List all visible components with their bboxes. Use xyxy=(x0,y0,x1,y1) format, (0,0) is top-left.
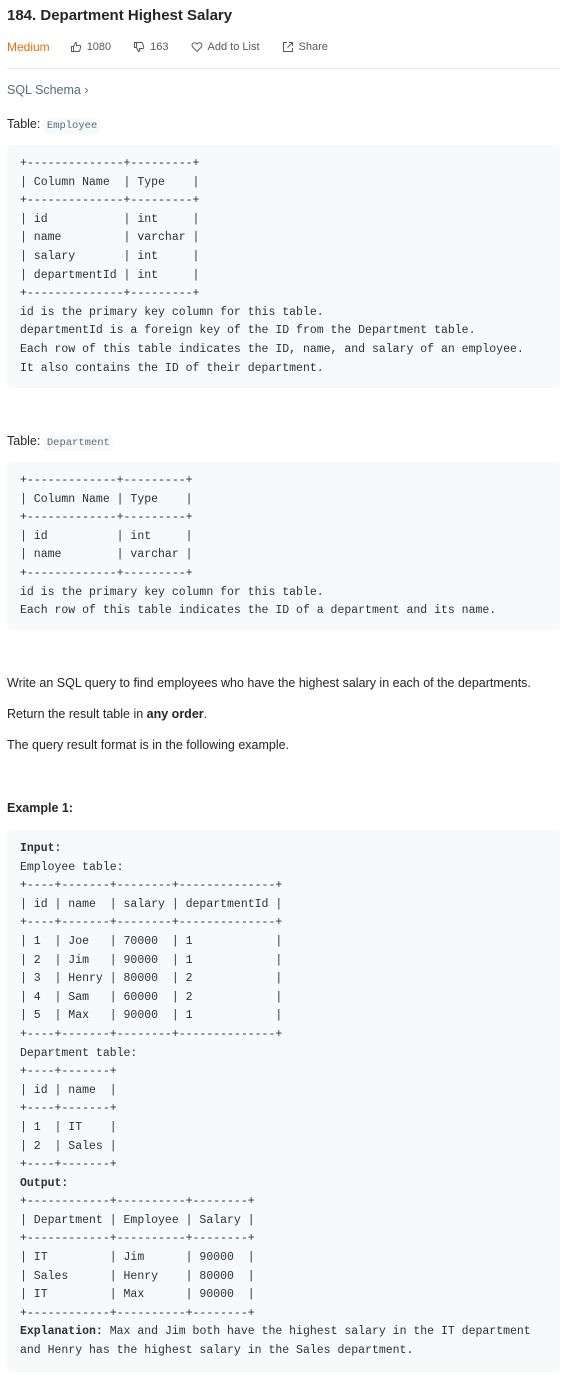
input-tables: Employee table: +----+-------+--------+-… xyxy=(20,860,283,1172)
order-note-emphasis: any order xyxy=(146,707,204,721)
employee-table-label: Table: xyxy=(7,117,41,131)
sql-schema-link[interactable]: SQL Schema › xyxy=(7,83,89,97)
output-table: +------------+----------+--------+ | Dep… xyxy=(20,1195,255,1320)
difficulty-badge: Medium xyxy=(7,40,50,54)
explanation-label: Explanation: xyxy=(20,1325,103,1339)
employee-schema-block: +--------------+---------+ | Column Name… xyxy=(7,145,560,388)
order-note: Return the result table in any order. xyxy=(7,707,207,721)
employee-table-name: Employee xyxy=(43,118,101,134)
order-note-prefix: Return the result table in xyxy=(7,707,147,721)
problem-meta-bar: Medium 1080 163 Add to List Share xyxy=(7,39,350,55)
order-note-suffix: . xyxy=(203,707,208,721)
share-icon xyxy=(282,42,293,52)
add-to-list-button[interactable]: Add to List xyxy=(191,41,260,53)
example-title: Example 1: xyxy=(7,801,74,815)
add-to-list-label: Add to List xyxy=(207,41,260,53)
task-description: Write an SQL query to find employees who… xyxy=(7,676,531,690)
thumbs-up-icon xyxy=(70,41,81,52)
share-button[interactable]: Share xyxy=(282,41,328,53)
department-table-heading: Table: Department xyxy=(7,434,113,451)
problem-title: 184. Department Highest Salary xyxy=(7,7,233,24)
example-block: Input: Employee table: +----+-------+---… xyxy=(7,830,560,1372)
thumbs-down-icon xyxy=(134,42,145,53)
heart-icon xyxy=(191,42,202,53)
dislike-count: 163 xyxy=(150,41,169,53)
like-count: 1080 xyxy=(86,41,112,53)
like-button[interactable]: 1080 xyxy=(70,41,111,53)
share-label: Share xyxy=(298,41,328,53)
department-table-label: Table: xyxy=(7,434,41,448)
format-note: The query result format is in the follow… xyxy=(7,738,290,752)
dislike-button[interactable]: 163 xyxy=(133,41,169,53)
employee-table-heading: Table: Employee xyxy=(7,117,101,134)
explanation-text: Max and Jim both have the highest salary… xyxy=(20,1325,531,1358)
department-schema-block: +-------------+---------+ | Column Name … xyxy=(7,462,560,630)
department-table-name: Department xyxy=(43,435,113,451)
input-label: Input: xyxy=(20,842,62,855)
header-divider xyxy=(7,68,560,69)
output-label: Output: xyxy=(20,1176,69,1190)
